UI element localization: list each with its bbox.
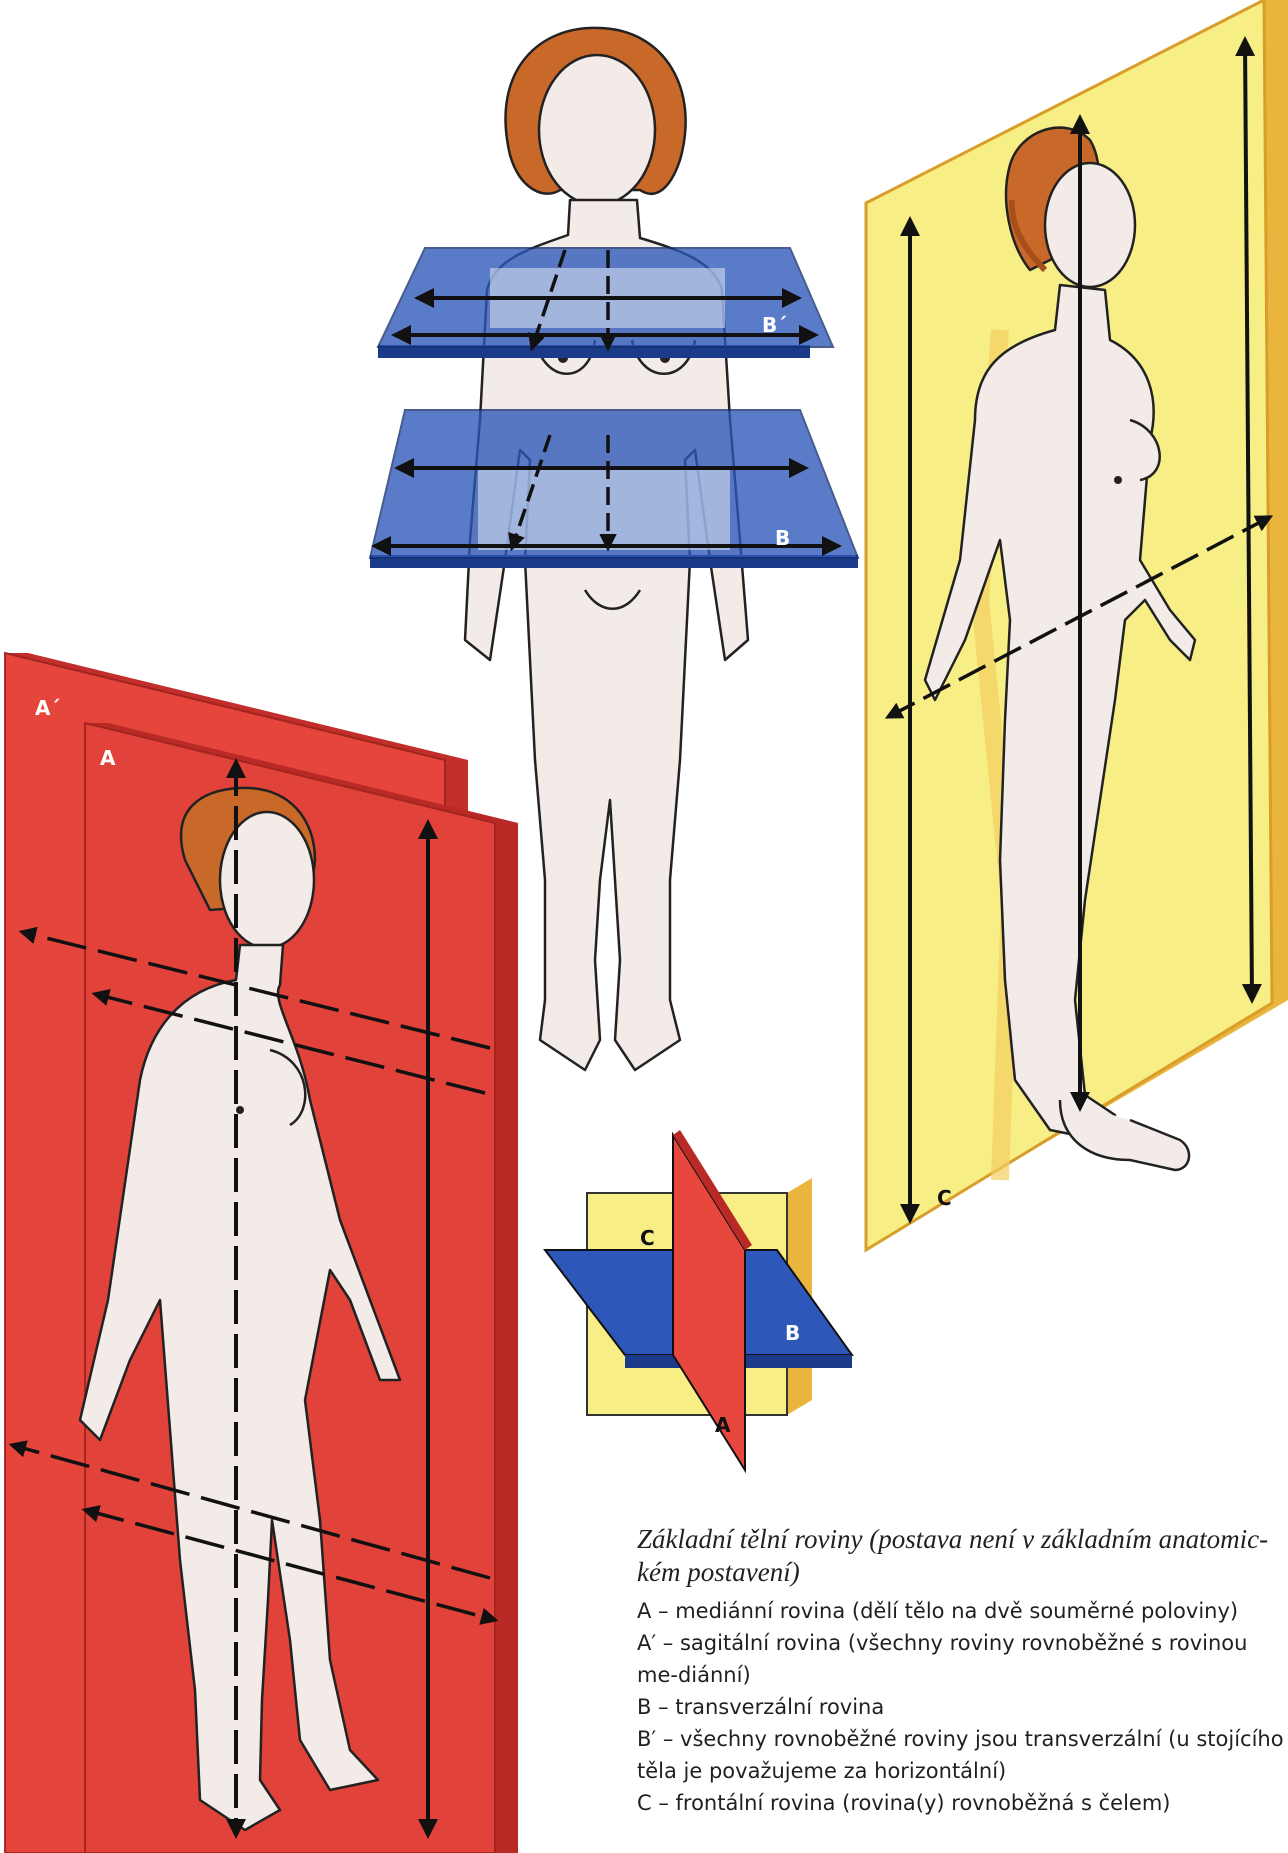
transverse-plane-b-prime [378,248,833,358]
label-b: B [775,526,790,550]
figure-caption: Základní tělní roviny (postava není v zá… [637,1523,1287,1819]
label-a-prime: A´ [35,696,60,720]
label-c: C [937,1186,952,1210]
caption-title: Základní tělní roviny (postava není v zá… [637,1523,1287,1589]
caption-line-a: A – mediánní rovina (dělí tělo na dvě so… [637,1595,1287,1627]
mini-label-a: A [715,1413,731,1437]
label-b-prime: B´ [762,313,787,337]
caption-line-b: B – transverzální rovina [637,1691,1287,1723]
caption-line-a-prime: A′ – sagitální rovina (všechny roviny ro… [637,1627,1287,1691]
mini-label-b: B [785,1321,800,1345]
caption-line-b-prime: B′ – všechny rovnoběžné roviny jsou tran… [637,1723,1287,1787]
label-a: A [100,746,116,770]
caption-line-c: C – frontální rovina (rovina(y) rovnoběž… [637,1787,1287,1819]
mini-planes-diagram [545,1130,852,1470]
mini-label-c: C [640,1226,655,1250]
